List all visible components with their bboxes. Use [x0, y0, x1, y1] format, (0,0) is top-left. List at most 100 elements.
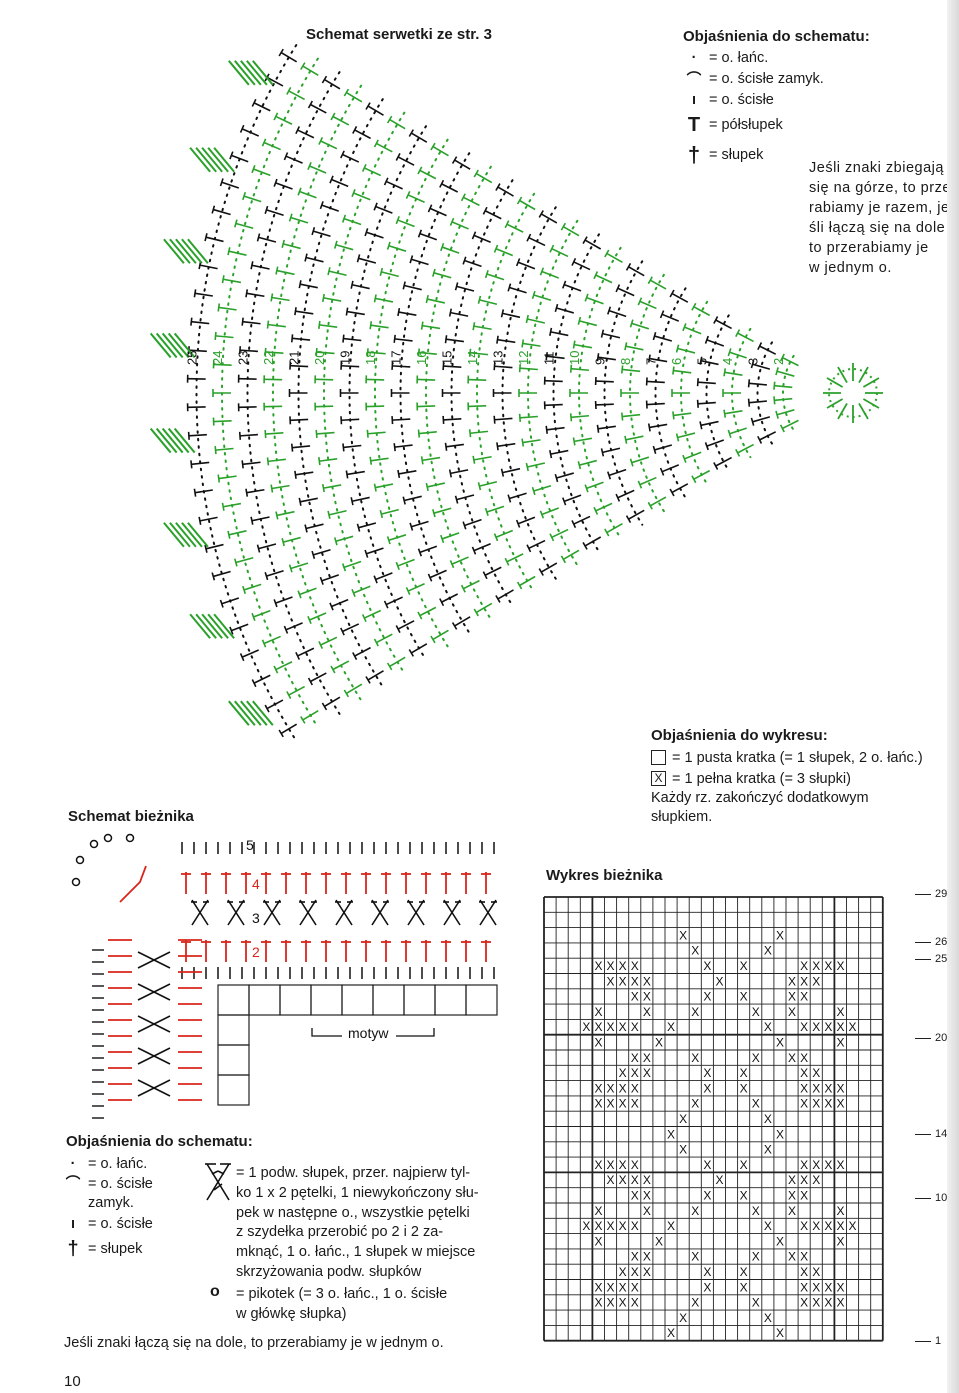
doily-round-label: 24	[210, 351, 225, 365]
doily-stitch	[343, 88, 363, 103]
doily-stitch	[264, 569, 284, 581]
filled-cell-mark: X	[776, 1234, 784, 1248]
doily-stitch	[341, 560, 362, 572]
doily-stitch	[386, 241, 407, 252]
doily-stitch	[373, 139, 393, 153]
filled-cell-mark: X	[752, 1204, 760, 1218]
doily-stitch	[594, 376, 614, 386]
doily-stitch	[319, 201, 339, 212]
center-ray	[862, 398, 880, 409]
legend-full-cell: X= 1 pełna kratka (= 3 słupki)	[651, 768, 951, 789]
doily-stitch	[549, 327, 569, 337]
filled-cell-mark: X	[667, 1020, 675, 1034]
doily-stitch	[402, 281, 422, 291]
doily-stitch	[625, 262, 645, 277]
doily-stitch	[526, 233, 546, 247]
filled-cell-mark: X	[691, 944, 699, 958]
filled-cell-mark: X	[800, 990, 808, 1004]
doily-stitch	[333, 535, 354, 546]
filled-cell-mark: X	[655, 1234, 663, 1248]
filled-cell-mark: X	[594, 1020, 602, 1034]
doily-stitch	[669, 289, 689, 303]
filled-cell-mark: X	[836, 1005, 844, 1019]
doily-stitch	[427, 569, 447, 582]
filled-cell-mark: X	[824, 959, 832, 973]
doily-stitch	[735, 329, 754, 343]
doily-stitch	[198, 516, 218, 525]
doily-round-label: 18	[363, 351, 378, 365]
doily-stitch	[190, 317, 210, 326]
doily-stitch	[521, 339, 541, 348]
doily-stitch	[549, 449, 569, 459]
red-dc-stitch	[301, 872, 311, 894]
doily-stitch	[256, 233, 277, 243]
crossed-dc-stitch	[191, 899, 209, 926]
filled-cell-mark: X	[824, 1280, 832, 1294]
doily-stitch	[409, 255, 429, 266]
red-dc-stitch	[241, 940, 251, 962]
corner-chain	[119, 865, 147, 903]
doily-stitch	[454, 282, 475, 292]
filled-cell-mark: X	[812, 1081, 820, 1095]
doily-stitch	[369, 321, 389, 330]
filled-cell-mark: X	[788, 1173, 796, 1187]
crossed-dc-stitch	[227, 899, 245, 926]
doily-stitch	[238, 431, 259, 440]
doily-stitch	[251, 609, 271, 621]
doily-stitch	[275, 510, 295, 520]
doily-stitch	[442, 362, 462, 371]
red-dc-stitch	[461, 940, 471, 962]
doily-stitch	[652, 444, 673, 454]
doily-stitch	[504, 220, 524, 233]
filled-cell-mark: X	[800, 1219, 808, 1233]
filled-cell-mark: X	[631, 1020, 639, 1034]
crossed-dc-stitch	[137, 1079, 171, 1097]
runner-row-3: 3	[252, 910, 260, 926]
doily-stitch	[212, 389, 231, 397]
doily-stitch	[273, 661, 293, 674]
filled-cell-mark: X	[812, 959, 820, 973]
doily-stitch	[304, 523, 324, 533]
doily-stitch	[682, 451, 702, 463]
doily-stitch	[211, 570, 231, 581]
doily-round-label: 16	[414, 351, 429, 365]
doily-stitch	[462, 518, 482, 530]
doily-stitch	[405, 583, 425, 596]
doily-stitch	[572, 437, 593, 446]
doily-stitch	[416, 375, 436, 384]
doily-stitch	[264, 699, 284, 713]
doily-stitch	[234, 219, 254, 230]
legend-item-slip: ı= o. ścisłe	[691, 91, 774, 108]
doily-stitch	[294, 470, 314, 479]
doily-stitch	[383, 596, 403, 609]
doily-stitch	[212, 360, 232, 369]
chart-row-numbers: 29 26 25 20 14 10 1	[915, 888, 955, 1358]
filled-cell-mark: X	[619, 1265, 627, 1279]
doily-stitch	[417, 606, 437, 620]
filled-cell-mark: X	[679, 928, 687, 942]
doily-stitch	[439, 593, 459, 607]
red-dc-stitch	[401, 940, 411, 962]
doily-stitch	[607, 468, 627, 480]
doily-stitch	[307, 100, 327, 114]
doily-stitch	[329, 175, 349, 188]
doily-round-label: 7	[644, 358, 659, 365]
red-dc-stitch	[241, 872, 251, 894]
doily-stitch	[386, 534, 407, 545]
doily-stitch	[190, 460, 210, 469]
filled-cell-mark: X	[836, 1081, 844, 1095]
center-ray	[837, 402, 848, 420]
doily-stitch	[652, 332, 673, 342]
doily-stitch	[779, 419, 799, 433]
doily-stitch	[624, 435, 644, 444]
doily-stitch	[747, 379, 767, 388]
runner-row-5: 5	[246, 837, 254, 853]
doily-stitch	[525, 314, 546, 324]
red-dc-stitch	[401, 872, 411, 894]
filled-cell-mark: X	[836, 1204, 844, 1218]
picot-icon: o	[210, 1283, 220, 1300]
filled-cell-mark: X	[691, 1250, 699, 1264]
doily-stitch	[545, 425, 565, 434]
doily-stitch	[245, 488, 265, 497]
